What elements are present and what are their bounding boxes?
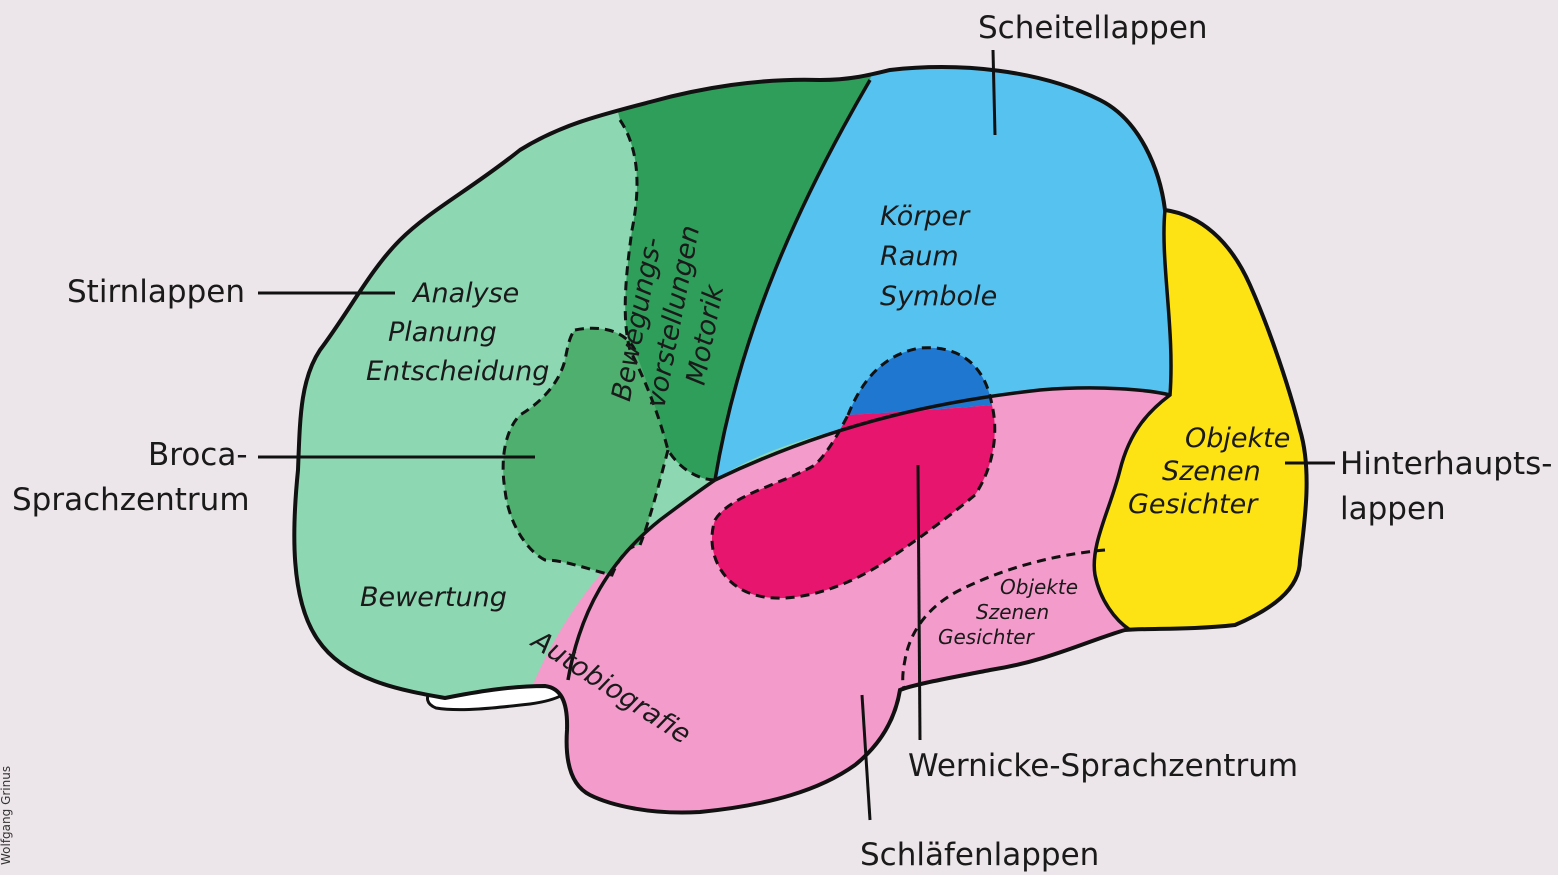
label-hinterhaupt-line2: lappen [1340,491,1446,527]
label-schlaefenlappen: Schläfenlappen [860,837,1099,873]
occipital-label-objekte: Objekte [1185,423,1290,454]
scheitellappen-leader [993,50,995,135]
label-scheitellappen: Scheitellappen [978,10,1208,46]
parietal-label-raum: Raum [880,241,959,272]
temporal-sub-label-gesichter: Gesichter [938,625,1036,649]
photo-credit: Wolfgang Grinus [0,766,13,865]
parietal-label-koerper: Körper [880,201,971,232]
label-broca-line1: Broca- [148,437,248,473]
frontal-label-bewertung: Bewertung [360,582,507,613]
occipital-label-gesichter: Gesichter [1128,489,1259,520]
label-stirnlappen: Stirnlappen [67,274,245,310]
temporal-sub-label-szenen: Szenen [976,600,1049,624]
frontal-label-entscheidung: Entscheidung [366,356,549,387]
label-broca-line2: Sprachzentrum [12,482,250,518]
frontal-label-analyse: Analyse [411,278,519,309]
label-hinterhaupt-line1: Hinterhaupts- [1340,446,1552,482]
occipital-label-szenen: Szenen [1162,456,1261,487]
parietal-label-symbole: Symbole [880,281,997,312]
wernicke-leader [918,465,920,740]
temporal-sub-label-objekte: Objekte [1000,575,1078,599]
frontal-label-planung: Planung [388,317,497,348]
label-wernicke: Wernicke-Sprachzentrum [908,748,1298,784]
